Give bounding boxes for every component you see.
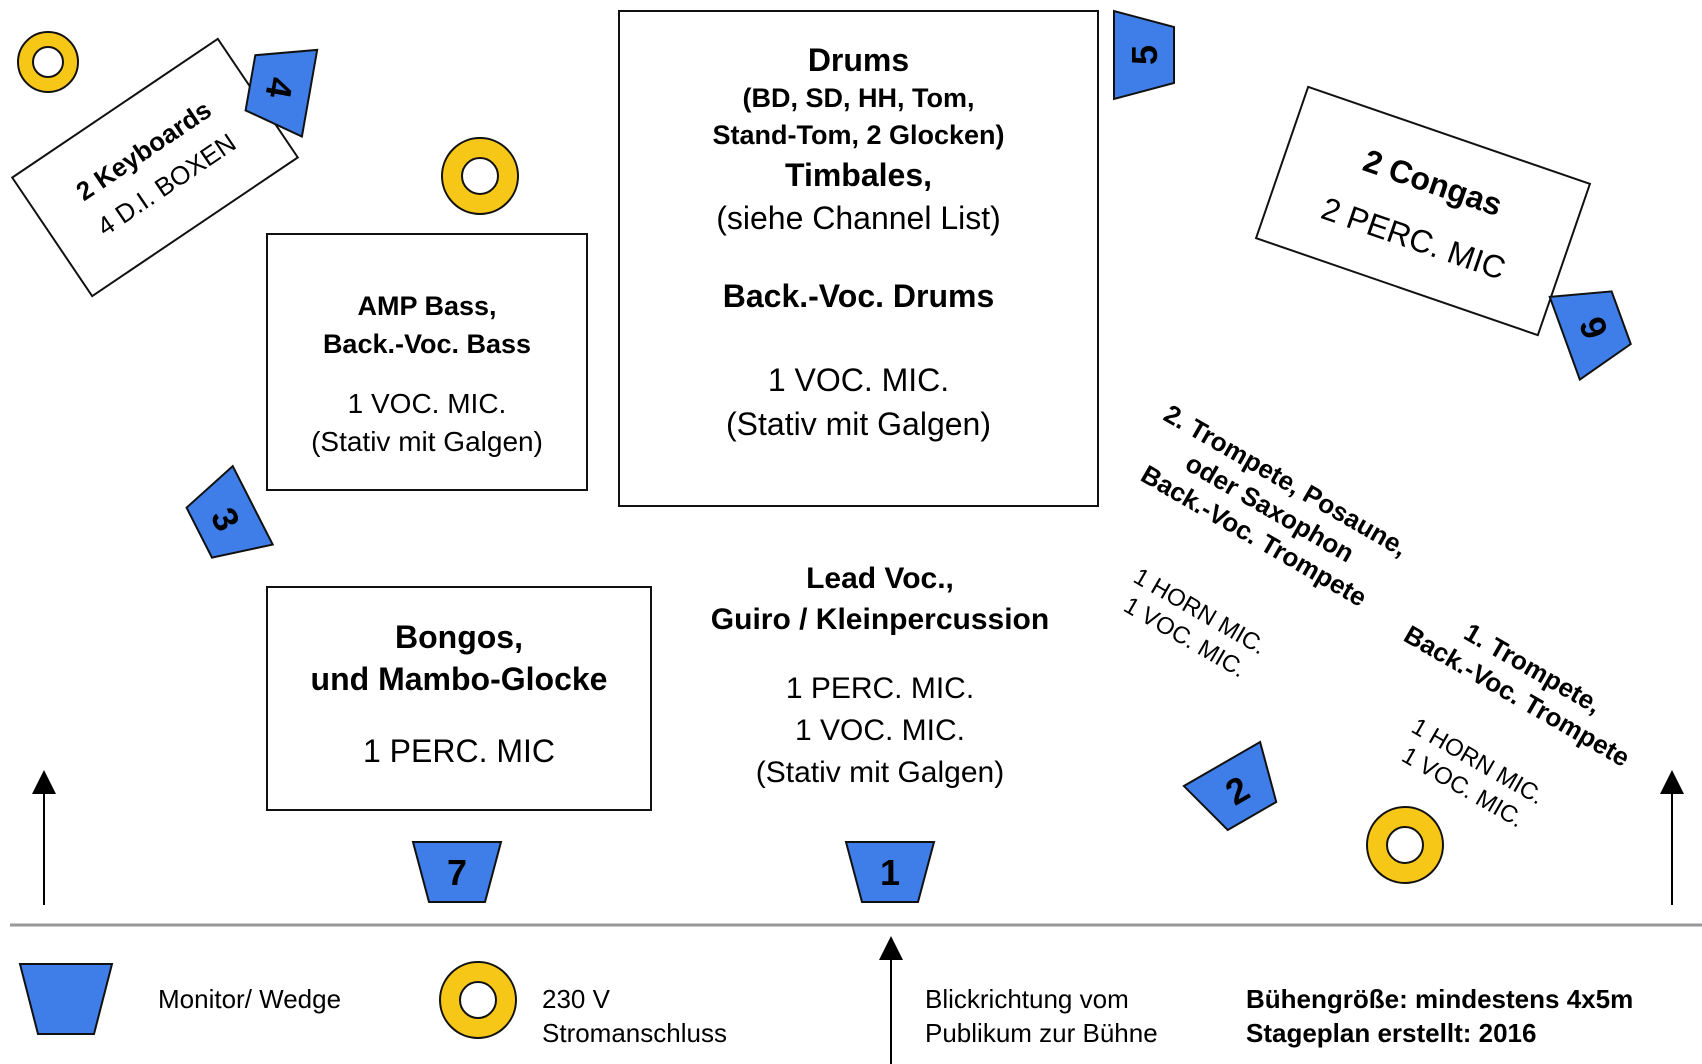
monitor-wedge-icon: 2: [1182, 740, 1278, 832]
lead-mic1: 1 PERC. MIC.: [785, 672, 975, 705]
legend-view-label: Blickrichtung vom Publikum zur Bühne: [925, 982, 1158, 1050]
legend-power-line1: 230 V: [542, 984, 610, 1014]
monitor-wedge-icon: 4: [244, 48, 319, 138]
monitor-number: 1: [880, 852, 900, 893]
power-outlet-icon: [441, 137, 519, 215]
legend-power-line2: Stromanschluss: [542, 1018, 727, 1048]
stage-size-note: Bühengröße: mindestens 4x5m: [1246, 984, 1634, 1014]
bass-line2: Back.-Voc. Bass: [322, 329, 532, 359]
bongos-line2: und Mambo-Glocke: [310, 661, 608, 697]
lead-line2: Guiro / Kleinpercussion: [710, 603, 1050, 636]
bass-line1: AMP Bass,: [357, 291, 497, 321]
drums-mic2: (Stativ mit Galgen): [726, 406, 991, 442]
monitor-wedge-icon: 6: [1548, 290, 1632, 382]
bass-box: AMP Bass, Back.-Voc. Bass 1 VOC. MIC. (S…: [266, 233, 588, 491]
lead-mic2: 1 VOC. MIC.: [794, 714, 966, 747]
legend-view-line2: Publikum zur Bühne: [925, 1018, 1158, 1048]
drums-mic1: 1 VOC. MIC.: [767, 362, 950, 398]
timbales-label: Timbales,: [784, 157, 933, 193]
monitor-number: 5: [1124, 45, 1165, 65]
stage-info: Bühengröße: mindestens 4x5m Stageplan er…: [1246, 982, 1633, 1050]
legend-monitor-icon: [18, 963, 114, 1035]
legend-monitor-label: Monitor/ Wedge: [158, 984, 342, 1014]
drums-sub1: (BD, SD, HH, Tom,: [742, 83, 975, 113]
monitor-wedge-icon: 1: [844, 841, 936, 903]
bass-mic2: (Stativ mit Galgen): [311, 426, 543, 457]
legend-view-line1: Blickrichtung vom: [925, 984, 1129, 1014]
monitor-wedge-icon: 7: [411, 841, 503, 903]
drums-backvoc: Back.-Voc. Drums: [722, 278, 995, 314]
monitor-wedge-icon: 3: [185, 464, 275, 559]
drums-sub2: Stand-Tom, 2 Glocken): [712, 120, 1005, 150]
monitor-number: 7: [447, 852, 467, 893]
monitor-wedge-icon: 5: [1113, 9, 1175, 101]
channel-list-note: (siehe Channel List): [716, 200, 1001, 236]
bongos-mic: 1 PERC. MIC: [362, 733, 556, 769]
drums-title: Drums: [807, 42, 910, 78]
bongos-box: Bongos, und Mambo-Glocke 1 PERC. MIC: [266, 586, 652, 811]
lead-line1: Lead Voc.,: [806, 562, 954, 595]
lead-vocal-label: Lead Voc., Guiro / Kleinpercussion 1 PER…: [660, 558, 1100, 794]
bongos-line1: Bongos,: [395, 619, 523, 655]
legend-power-icon: [439, 961, 517, 1039]
power-outlet-icon: [17, 31, 79, 93]
bass-mic1: 1 VOC. MIC.: [347, 388, 507, 419]
drums-box: Drums (BD, SD, HH, Tom, Stand-Tom, 2 Glo…: [618, 10, 1099, 507]
power-outlet-icon: [1366, 806, 1444, 884]
stageplan-date-note: Stageplan erstellt: 2016: [1246, 1018, 1537, 1048]
legend-power-label: 230 V Stromanschluss: [542, 982, 727, 1050]
lead-mic3: (Stativ mit Galgen): [755, 756, 1005, 789]
